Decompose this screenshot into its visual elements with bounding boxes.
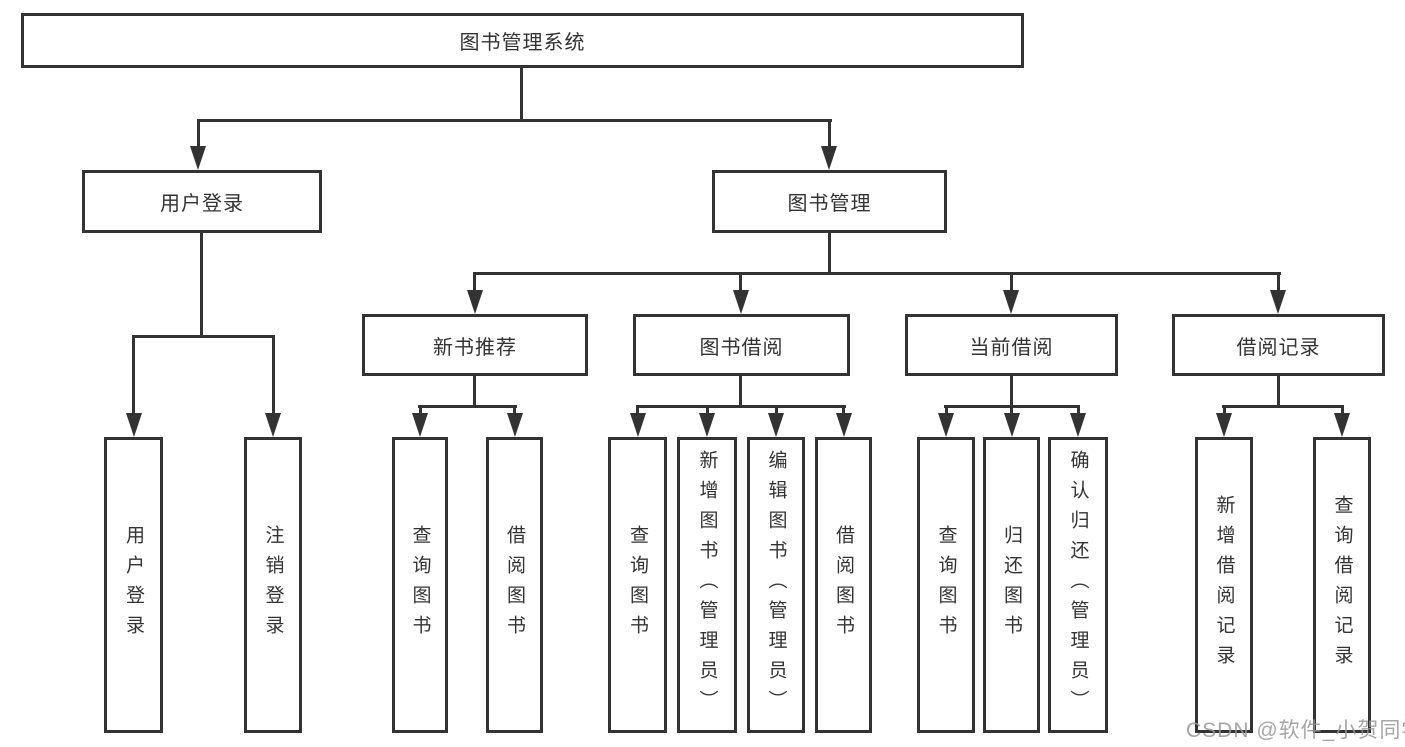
connector-line [272,335,275,417]
node-label: 用户登录 [160,193,244,215]
connector-line [775,405,778,417]
arrowhead-down-icon [412,413,428,437]
arrowhead-down-icon [699,413,715,437]
connector-line [636,405,639,417]
arrowhead-down-icon [1004,413,1020,437]
connector-line [1223,405,1226,417]
arrowhead-down-icon [507,413,523,437]
connector-line [132,335,135,417]
arrowhead-down-icon [1216,413,1232,437]
leaf-label: 借阅图书 [833,525,854,645]
leaf-label: 注销登录 [262,525,284,645]
leaf-query-book-recommend: 查询图书 [392,437,448,733]
leaf-label: 编辑图书（管理员） [765,450,787,720]
leaf-label: 确认归还（管理员） [1067,450,1089,720]
leaf-query-borrow-record: 查询借阅记录 [1313,437,1371,733]
leaf-return-book: 归还图书 [983,437,1040,733]
connector-line [1010,376,1013,408]
arrowhead-down-icon [768,413,784,437]
connector-line [636,405,846,408]
node-book-management: 图书管理 [712,170,947,233]
arrowhead-down-icon [821,146,837,170]
connector-line [945,405,948,417]
connector-line [706,405,709,417]
connector-line [200,233,203,338]
connector-line [473,272,1281,275]
connector-line [739,272,742,292]
connector-line [418,405,517,408]
leaf-query-book-borrowing: 查询图书 [608,437,667,733]
connector-line [1341,405,1344,417]
node-label: 借阅记录 [1236,336,1321,359]
node-label: 图书管理系统 [459,32,586,54]
node-label: 当前借阅 [969,336,1054,359]
leaf-query-book-current: 查询图书 [917,437,975,733]
arrowhead-down-icon [1003,290,1019,314]
leaf-label: 归还图书 [1001,525,1022,645]
connector-line [419,405,422,417]
node-book-borrowing: 图书借阅 [633,314,850,376]
connector-line [197,119,832,122]
leaf-logout: 注销登录 [244,437,302,733]
connector-line [473,376,476,408]
leaf-label: 查询图书 [935,525,957,645]
arrowhead-down-icon [630,413,646,437]
connector-line [1277,272,1280,292]
node-new-book-recommend: 新书推荐 [362,314,588,376]
node-user-login: 用户登录 [82,170,322,233]
connector-line [1222,405,1344,408]
connector-line [842,405,845,417]
connector-line [473,272,476,292]
csdn-watermark: CSDN @软件_小贺同学 [1186,719,1405,742]
node-borrowing-records: 借阅记录 [1172,314,1385,376]
connector-line [132,335,275,338]
arrowhead-down-icon [1334,413,1350,437]
leaf-label: 用户登录 [123,525,144,645]
connector-line [1010,405,1013,417]
connector-line [197,119,200,149]
leaf-add-book-admin: 新增图书（管理员） [677,437,737,733]
leaf-label: 查询借阅记录 [1331,495,1353,675]
arrowhead-down-icon [1070,413,1086,437]
leaf-edit-book-admin: 编辑图书（管理员） [747,437,805,733]
arrowhead-down-icon [938,413,954,437]
leaf-label: 借阅图书 [504,525,525,645]
node-label: 图书管理 [787,193,872,215]
node-label: 图书借阅 [699,336,784,359]
leaf-label: 新增图书（管理员） [696,450,718,720]
arrowhead-down-icon [1270,290,1286,314]
arrowhead-down-icon [467,290,483,314]
connector-line [828,119,831,149]
leaf-borrow-book-recommend: 借阅图书 [486,437,543,733]
node-library-management-system: 图书管理系统 [21,13,1024,68]
leaf-label: 新增借阅记录 [1213,495,1235,675]
arrowhead-down-icon [733,290,749,314]
connector-line [739,376,742,408]
arrowhead-down-icon [126,413,142,437]
node-label: 新书推荐 [433,336,517,359]
node-current-borrowing: 当前借阅 [905,314,1118,376]
leaf-user-login: 用户登录 [104,437,163,733]
connector-line [513,405,516,417]
leaf-borrow-book: 借阅图书 [815,437,872,733]
leaf-label: 查询图书 [409,525,431,645]
arrowhead-down-icon [190,146,206,170]
connector-line [1010,272,1013,292]
leaf-add-borrow-record: 新增借阅记录 [1195,437,1253,733]
leaf-confirm-return-admin: 确认归还（管理员） [1048,437,1108,733]
connector-line [1077,405,1080,417]
connector-line [1277,376,1280,408]
connector-line [828,233,831,275]
connector-line [520,68,523,122]
leaf-label: 查询图书 [627,525,648,645]
arrowhead-down-icon [836,413,852,437]
arrowhead-down-icon [265,413,281,437]
